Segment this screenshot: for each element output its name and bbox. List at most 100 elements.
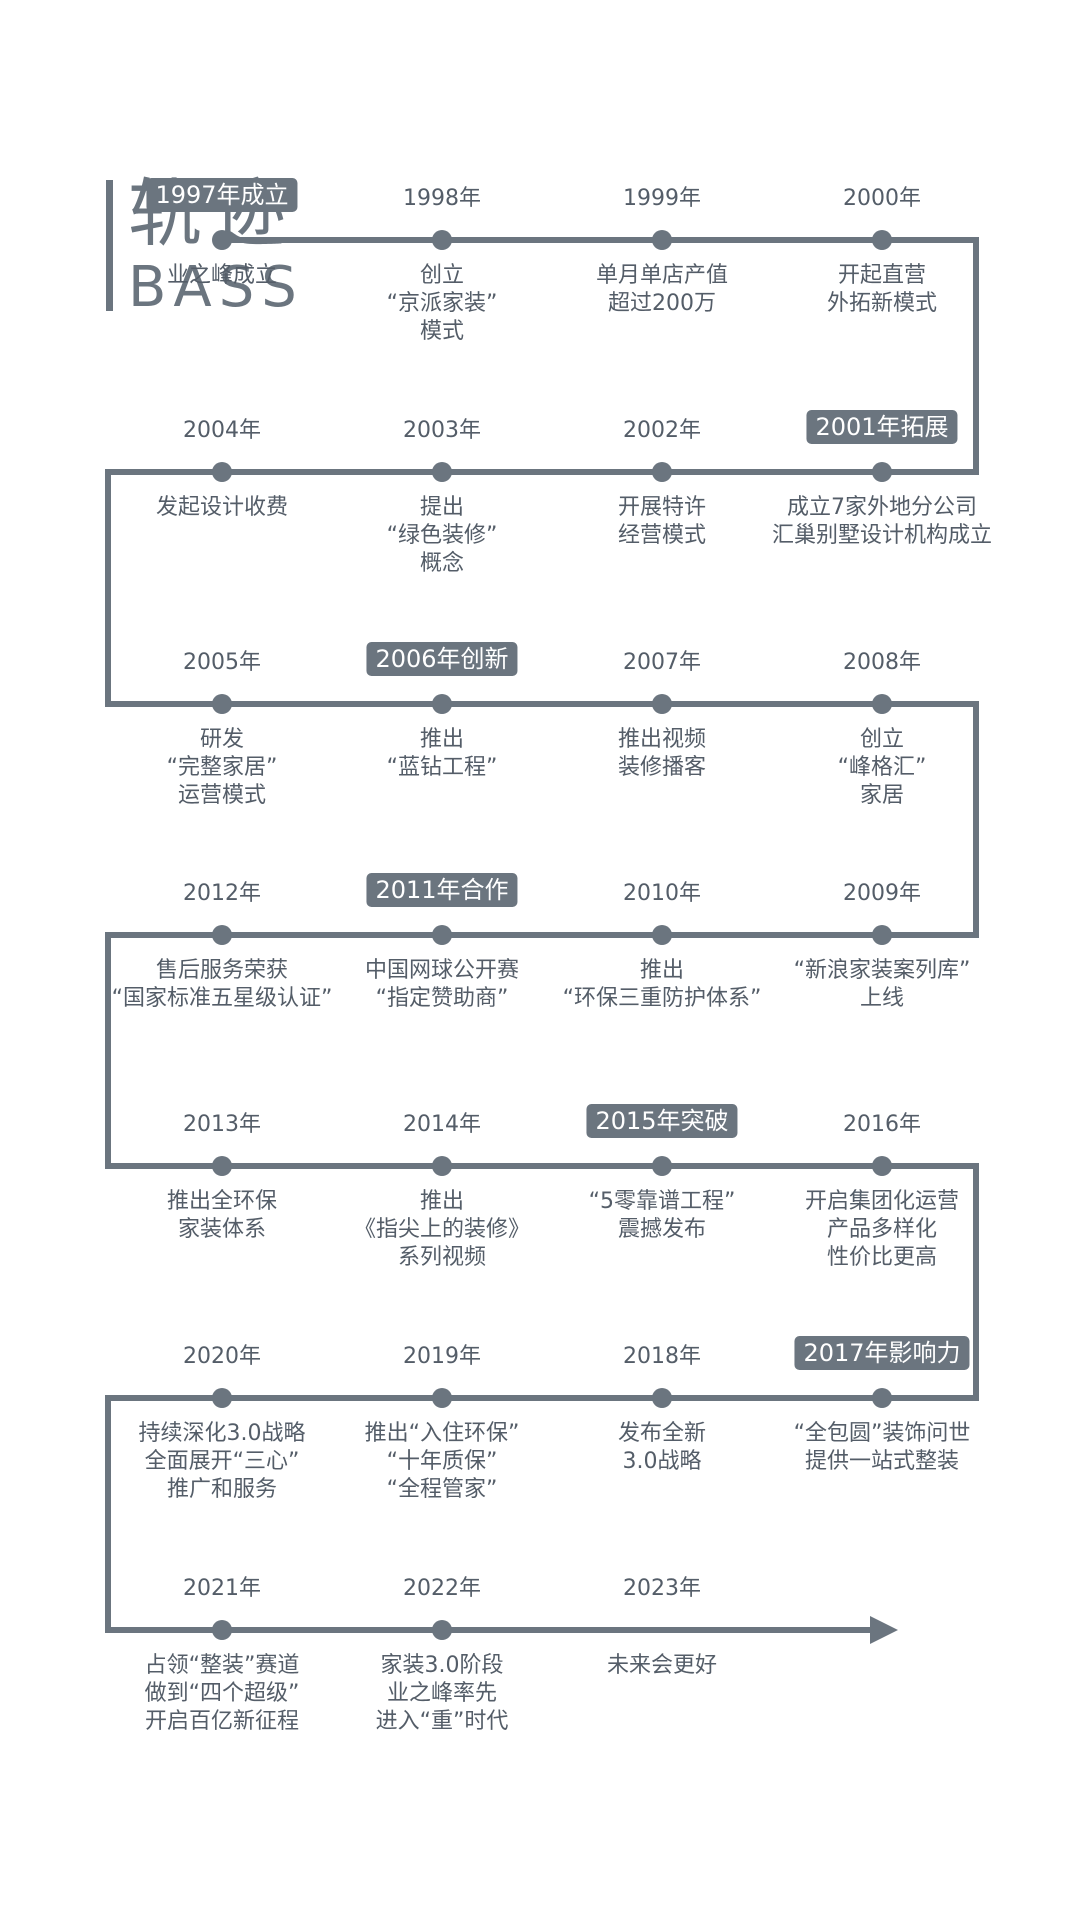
event-description-line: 创立: [419, 263, 465, 288]
event-description-line: 模式: [419, 319, 465, 344]
event-description: “全包圆”装饰问世提供一站式整装: [794, 1420, 971, 1476]
milestone-badge: 2015年突破: [586, 1104, 738, 1138]
event-description-line: 家装3.0阶段: [380, 1653, 504, 1678]
year-label: 2022年: [403, 1576, 481, 1601]
event-description-line: “指定赞助商”: [375, 986, 509, 1011]
arrow-right-icon: [870, 1616, 898, 1644]
event-description: 创立 “峰格汇” 家居: [838, 726, 927, 810]
year-label: 2018年: [623, 1344, 701, 1369]
event-description: 推出全环保家装体系: [167, 1188, 277, 1244]
timeline-path: [105, 237, 979, 1633]
event-description-line: 开启百亿新征程: [144, 1709, 300, 1734]
year-label: 2021年: [183, 1576, 261, 1601]
event-description-line: 汇巢别墅设计机构成立: [771, 523, 993, 548]
event-description: “新浪家装案列库” 上线: [794, 957, 971, 1013]
event-description-line: 提供一站式整装: [804, 1449, 960, 1474]
event-description: 占领“整装”赛道做到“四个超级”开启百亿新征程: [145, 1652, 300, 1736]
event-description: 未来会更好: [607, 1652, 717, 1680]
year-label: 2020年: [183, 1344, 261, 1369]
year-label: 1999年: [623, 186, 701, 211]
event-description-line: 研发: [199, 727, 245, 752]
dot-icon: [872, 1388, 892, 1408]
dot-icon: [872, 230, 892, 250]
event-description-line: 推出: [639, 958, 685, 983]
event-description-line: “新浪家装案列库”: [793, 958, 971, 983]
dot-icon: [212, 694, 232, 714]
dot-icon: [212, 1620, 232, 1640]
event-description-line: 外拓新模式: [826, 291, 938, 316]
event-description: 提出“绿色装修”概念: [387, 494, 498, 578]
event-description-line: 业之峰成立: [166, 263, 278, 288]
dot-icon: [212, 1388, 232, 1408]
event-description-line: 家居: [859, 783, 905, 808]
dot-icon: [432, 462, 452, 482]
dot-icon: [652, 1156, 672, 1176]
event-description-line: 概念: [419, 551, 465, 576]
event-description-line: “5零靠谱工程”: [588, 1189, 736, 1214]
event-description-line: 震撼发布: [617, 1217, 707, 1242]
event-description: 发起设计收费: [156, 494, 288, 522]
page-subtitle: BASS: [128, 255, 304, 320]
event-description-line: 《指尖上的装修》: [353, 1217, 531, 1242]
event-description-line: 开启集团化运营: [804, 1189, 960, 1214]
event-description-line: 运营模式: [177, 783, 267, 808]
dot-icon: [212, 230, 232, 250]
year-label: 2005年: [183, 650, 261, 675]
year-label: 2009年: [843, 881, 921, 906]
event-description: 推出视频装修播客: [618, 726, 706, 782]
milestone-badge: 2001年拓展: [806, 410, 958, 444]
dot-icon: [432, 1620, 452, 1640]
event-description-line: 经营模式: [617, 523, 707, 548]
event-description-line: 成立7家外地分公司: [786, 495, 977, 520]
year-label: 2004年: [183, 418, 261, 443]
event-description-line: “国家标准五星级认证”: [111, 986, 333, 1011]
event-description: 家装3.0阶段业之峰率先进入“重”时代: [376, 1652, 509, 1736]
year-label: 2016年: [843, 1112, 921, 1137]
event-description-line: 产品多样化: [826, 1217, 938, 1242]
milestone-badge: 2006年创新: [366, 642, 518, 676]
event-description: 开展特许经营模式: [618, 494, 706, 550]
year-label: 2000年: [843, 186, 921, 211]
event-description-line: 发布全新: [617, 1421, 707, 1446]
event-description: 开启集团化运营产品多样化性价比更高: [805, 1188, 959, 1272]
dot-icon: [872, 1156, 892, 1176]
dot-icon: [872, 462, 892, 482]
event-description-line: 系列视频: [397, 1245, 487, 1270]
event-description: 单月单店产值超过200万: [596, 262, 728, 318]
event-description: 中国网球公开赛 “指定赞助商”: [365, 957, 519, 1013]
event-description-line: 推广和服务: [166, 1477, 277, 1502]
dot-icon: [652, 694, 672, 714]
dot-icon: [432, 694, 452, 714]
event-description-line: 推出视频: [617, 727, 707, 752]
event-description-line: “全包圆”装饰问世: [793, 1421, 971, 1446]
event-description-line: “环保三重防护体系”: [562, 986, 762, 1011]
event-description-line: 占领“整装”赛道: [144, 1653, 300, 1678]
event-description-line: 单月单店产值: [595, 263, 729, 288]
dot-icon: [432, 925, 452, 945]
event-description-line: “京派家装”: [386, 291, 498, 316]
event-description-line: 业之峰率先: [386, 1681, 498, 1706]
event-description: 推出 “环保三重防护体系”: [563, 957, 762, 1013]
event-description-line: 推出: [419, 1189, 465, 1214]
year-label: 2008年: [843, 650, 921, 675]
event-description-line: 发起设计收费: [155, 495, 289, 520]
dot-icon: [872, 925, 892, 945]
event-description: 开起直营外拓新模式: [827, 262, 937, 318]
event-description-line: 创立: [859, 727, 905, 752]
event-description-line: 推出: [419, 727, 465, 752]
event-description-line: 开起直营: [837, 263, 927, 288]
event-description-line: “蓝钻工程”: [386, 755, 498, 780]
event-description-line: 进入“重”时代: [375, 1709, 509, 1734]
event-description-line: 3.0战略: [622, 1449, 702, 1474]
event-description-line: “峰格汇”: [837, 755, 927, 780]
event-description-line: 中国网球公开赛: [364, 958, 520, 983]
event-description: 推出《指尖上的装修》系列视频: [354, 1188, 530, 1272]
dot-icon: [872, 694, 892, 714]
event-description-line: 性价比更高: [826, 1245, 938, 1270]
event-description-line: 上线: [859, 986, 905, 1011]
milestone-badge: 2017年影响力: [794, 1336, 970, 1370]
event-description-line: 开展特许: [617, 495, 707, 520]
event-description: 业之峰成立: [167, 262, 277, 290]
dot-icon: [212, 462, 232, 482]
